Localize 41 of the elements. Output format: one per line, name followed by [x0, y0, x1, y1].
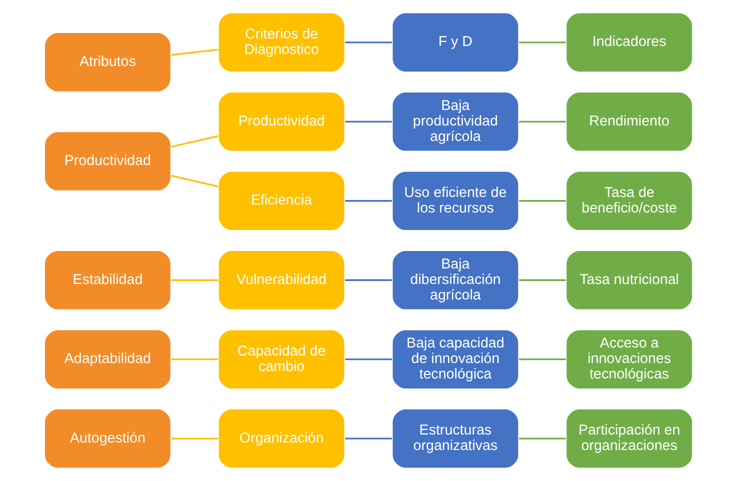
node-box: F y D — [391, 12, 519, 73]
connector — [518, 200, 566, 202]
connector — [518, 358, 566, 360]
node-box: Baja capacidad de innovación tecnológica — [391, 329, 519, 390]
node-box: Baja productividad agrícola — [391, 91, 519, 152]
connector — [344, 279, 392, 281]
connector — [344, 120, 392, 122]
node-box: Organización — [217, 408, 345, 469]
node-box: Capacidad de cambio — [217, 329, 345, 390]
connector — [344, 358, 392, 360]
node-box: Productividad — [217, 91, 345, 152]
node-box: Acceso a innovaciones tecnológicas — [565, 329, 693, 390]
node-box: Tasa de beneficio/coste — [565, 170, 693, 232]
node-box: Tasa nutricional — [565, 250, 693, 310]
connector — [170, 48, 218, 56]
node-box: Estructuras organizativas — [391, 408, 519, 469]
node-box: Autogestión — [43, 408, 172, 469]
connector — [344, 200, 392, 202]
node-box: Adaptabilidad — [43, 329, 172, 390]
connector — [344, 438, 392, 440]
connector — [170, 135, 218, 148]
connector — [344, 42, 392, 44]
node-box: Criterios de Diagnostico — [217, 12, 345, 73]
connector — [518, 438, 566, 440]
connector — [170, 438, 218, 440]
node-box: Rendimiento — [565, 91, 693, 152]
connector — [518, 120, 566, 122]
node-box: Uso eficiente de los recursos — [391, 170, 519, 232]
node-box: Participación en organizaciones — [565, 408, 693, 469]
connector — [170, 279, 218, 281]
node-box: Productividad — [43, 131, 172, 192]
connector — [170, 174, 218, 188]
node-box: Eficiencia — [217, 170, 345, 232]
connector — [518, 279, 566, 281]
node-box: Baja dibersificación agrícola — [391, 250, 519, 310]
node-box: Vulnerabilidad — [217, 250, 345, 310]
connector — [518, 42, 566, 44]
node-box: Estabilidad — [43, 250, 172, 310]
node-box: Indicadores — [565, 12, 693, 73]
node-box: Atributos — [43, 32, 172, 92]
connector — [170, 358, 218, 360]
